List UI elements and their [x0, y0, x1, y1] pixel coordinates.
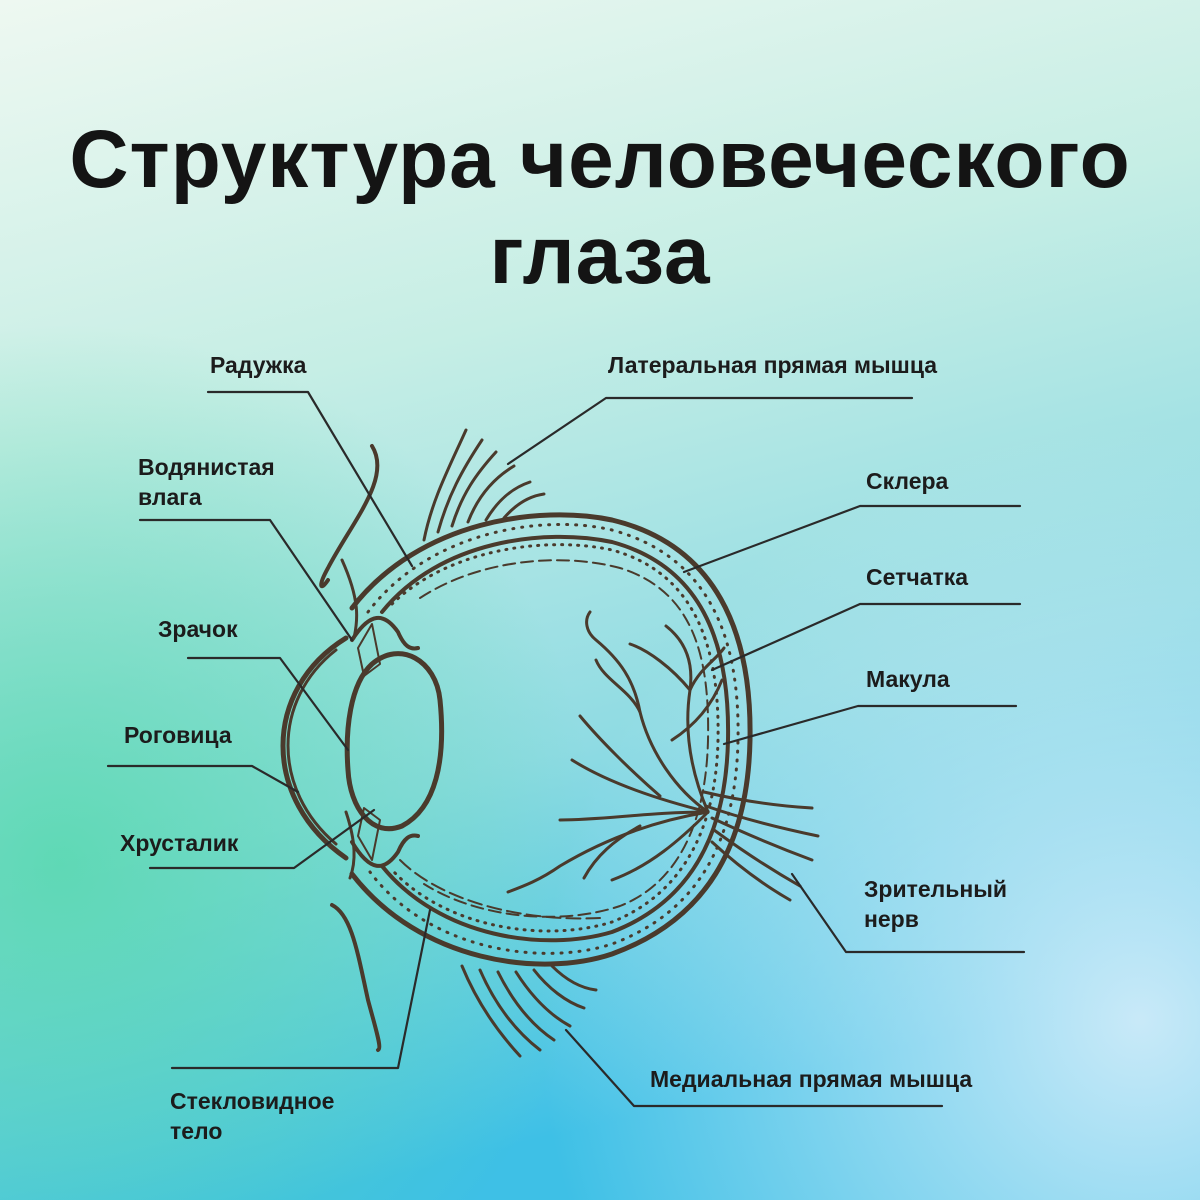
medial-rectus-muscle: [460, 964, 598, 1058]
upper-eyelid: [319, 444, 380, 589]
label-cornea: Роговица: [124, 722, 232, 748]
upper-eyelid-inner: [340, 558, 359, 640]
label-macula: Макула: [866, 666, 950, 692]
lateral-rectus-muscle: [422, 428, 546, 542]
retina-layer: [419, 559, 710, 918]
label-pupil: Зрачок: [158, 616, 238, 642]
iris-upper: [350, 615, 420, 651]
label-retina: Сетчатка: [866, 564, 969, 590]
label-vitreous-body: Стекловидное тело: [170, 1086, 334, 1146]
label-lens: Хрусталик: [120, 830, 239, 856]
leader-macula: [722, 704, 1018, 746]
lens: [344, 651, 445, 832]
label-optic-nerve: Зрительный нерв: [864, 874, 1007, 934]
cornea: [280, 635, 349, 861]
leader-aqueous: [138, 518, 354, 642]
title-line-1: Структура человеческого: [69, 114, 1131, 205]
retinal-blood-vessels: [506, 610, 726, 894]
label-aqueous-humor: Водянистая влага: [138, 452, 275, 512]
label-aqueous-line-1: Водянистая: [138, 454, 275, 480]
label-optic-line-2: нерв: [864, 906, 919, 932]
lower-eyelid: [330, 903, 382, 1052]
title-line-2: глаза: [489, 210, 711, 301]
leader-vitreous: [170, 908, 432, 1070]
choroid-dots-2: [366, 522, 740, 955]
ciliary-upper: [357, 623, 381, 677]
label-vitreous-line-1: Стекловидное: [170, 1088, 335, 1114]
leader-cornea: [106, 764, 300, 794]
iris-lower: [350, 833, 420, 868]
leader-pupil: [186, 656, 350, 752]
label-aqueous-line-2: влага: [138, 484, 202, 510]
sclera-outer: [349, 512, 753, 967]
leader-lines: [106, 390, 1026, 1108]
label-lateral-rectus: Латеральная прямая мышца: [608, 352, 938, 378]
vitreous-body-line: [399, 859, 601, 920]
label-medial-rectus: Медиальная прямая мышца: [650, 1066, 973, 1092]
leader-iris: [206, 390, 414, 568]
label-iris: Радужка: [210, 352, 307, 378]
leader-lateral: [506, 396, 914, 466]
label-sclera: Склера: [866, 468, 949, 494]
label-optic-line-1: Зрительный: [864, 876, 1008, 902]
leader-lens: [148, 808, 376, 870]
choroid-dots: [390, 543, 720, 933]
leader-optic: [790, 872, 1026, 954]
leader-medial: [564, 1028, 944, 1108]
label-vitreous-line-2: тело: [170, 1118, 223, 1144]
optic-nerve: [702, 790, 820, 902]
sclera-inner: [380, 534, 731, 943]
leader-retina: [710, 602, 1022, 672]
leader-sclera: [682, 504, 1022, 574]
cornea-inner: [286, 648, 338, 846]
page-title: Структура человеческого глаза: [0, 112, 1200, 304]
